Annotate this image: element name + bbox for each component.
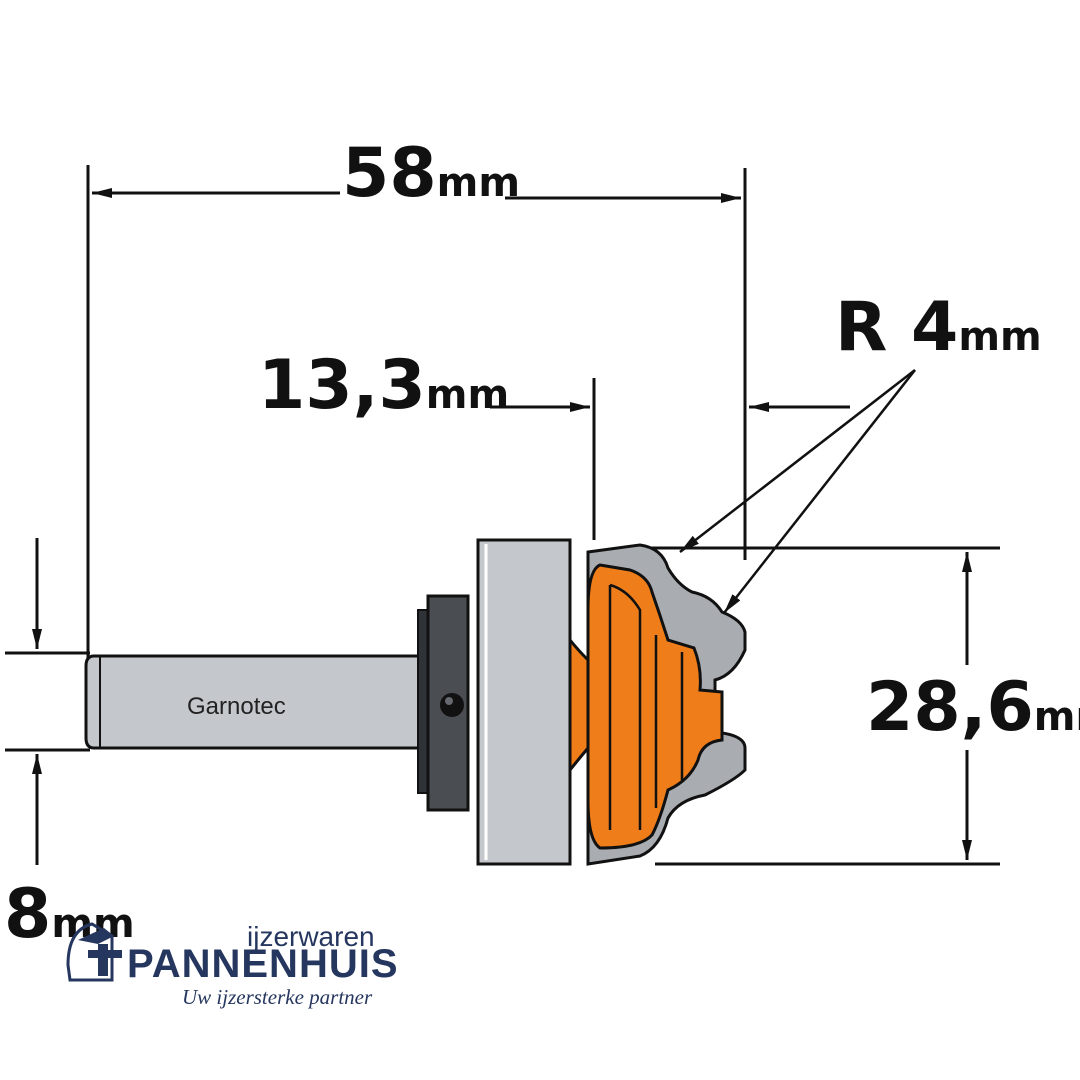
overall-length-label: 58mm — [342, 134, 520, 213]
shank: Garnotec — [84, 654, 422, 750]
radius-label: R 4mm — [835, 288, 1042, 367]
locking-collar — [417, 594, 470, 812]
logo-top-line: ijzerwaren — [247, 921, 375, 952]
dimension-cut-depth: 13,3mm — [258, 346, 850, 540]
logo-tagline: Uw ijzersterke partner — [182, 985, 373, 1009]
set-screw-icon — [440, 693, 464, 717]
shank-brand-label: Garnotec — [187, 693, 286, 720]
logo-name: PANNENHUIS — [127, 942, 399, 986]
dimension-cut-height: 28,6mm — [650, 546, 1080, 866]
cut-height-label: 28,6mm — [866, 668, 1080, 747]
radius-arrow-upper — [679, 369, 916, 553]
dimension-radius: R 4mm — [679, 288, 1042, 614]
dimension-overall-length: 58mm — [86, 134, 747, 660]
cut-depth-label: 13,3mm — [258, 346, 509, 425]
profile-line-1 — [609, 583, 642, 830]
shank-diameter-label: 8mm — [4, 875, 135, 954]
cutter-neck — [568, 635, 590, 775]
bearing-flange — [476, 538, 572, 866]
pannenhuis-logo: ijzerwaren PANNENHUIS Uw ijzersterke par… — [66, 921, 399, 1009]
house-hammer-icon — [66, 922, 122, 982]
radius-arrow-lower — [723, 369, 916, 614]
router-bit: Garnotec — [84, 538, 747, 866]
